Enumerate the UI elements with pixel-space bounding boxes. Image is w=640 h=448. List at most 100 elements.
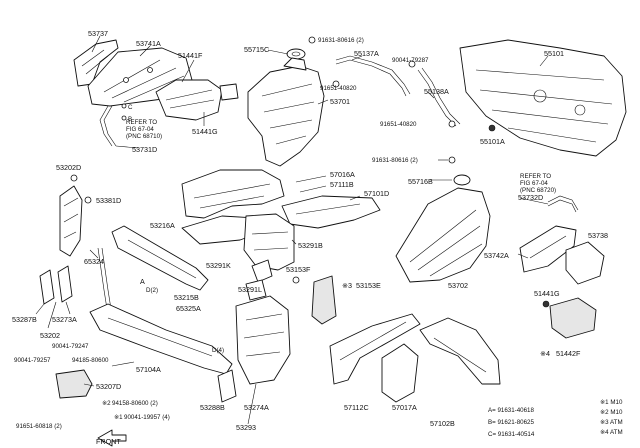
label-53274A: 53274A xyxy=(244,403,269,412)
ref-right-line3: (PNC 68720) xyxy=(520,187,556,194)
label-51442F: 51442F xyxy=(556,349,581,358)
label-90041-79257: 90041-79257 xyxy=(14,357,51,364)
label-53207D: 53207D xyxy=(96,382,121,391)
part-53293-housing xyxy=(235,295,291,385)
label-d2: D(2) xyxy=(146,287,158,294)
label-53742A: 53742A xyxy=(484,251,509,260)
label-53153E: 53153E xyxy=(356,281,381,290)
legend-a: A= 91631-40618 xyxy=(488,407,534,414)
label-front: FRONT xyxy=(96,437,121,446)
label-55138A: 55138A xyxy=(424,87,449,96)
label-91651-60818-2: 91651-60818 (2) xyxy=(16,423,62,430)
label-51441G-b: 51441G xyxy=(534,289,560,298)
label-53215B: 53215B xyxy=(174,293,199,302)
part-57101D-member xyxy=(281,195,381,229)
part-53291L-bracket xyxy=(245,279,267,301)
label-57017A: 57017A xyxy=(392,403,417,412)
part-55716B-cap xyxy=(453,174,471,186)
legend-n2: ※2 M10 xyxy=(600,409,623,416)
label-55716B: 55716B xyxy=(408,177,433,186)
label-53701: 53701 xyxy=(330,97,350,106)
front-arrow-icon xyxy=(97,429,127,447)
label-53702: 53702 xyxy=(448,281,468,290)
label-53153F: 53153F xyxy=(286,265,311,274)
part-53738-bracket xyxy=(565,241,605,285)
label-57111B: 57111B xyxy=(330,180,354,189)
legend: A= 91631-40618 B= 91621-80625 C= 91631-4… xyxy=(488,399,623,438)
label-57016A: 57016A xyxy=(330,170,355,179)
label-53731D: 53731D xyxy=(132,145,157,154)
label-57101D: 57101D xyxy=(364,189,389,198)
mark3-a: ※3 xyxy=(342,281,352,290)
part-53737-bracket xyxy=(73,39,119,87)
label-53202: 53202 xyxy=(40,331,60,340)
label-53291B: 53291B xyxy=(298,241,323,250)
part-57017A-reinforcement xyxy=(381,343,419,403)
ref-left-line2: FIG 67-04 xyxy=(126,126,154,133)
part-53215B-support xyxy=(111,225,209,291)
legend-c: C= 91631-40514 xyxy=(488,431,535,438)
part-51441F-shield xyxy=(155,79,239,121)
label-53741A: 53741A xyxy=(136,39,161,48)
part-53291K-bracket xyxy=(251,259,273,283)
label-53273A: 53273A xyxy=(52,315,77,324)
mark4: ※4 xyxy=(540,349,550,358)
part-53202D-bracket xyxy=(59,185,83,257)
part-53701-reservoir xyxy=(247,57,325,167)
label-90041-79247: 90041-79247 xyxy=(52,343,89,350)
part-55101-dash-panel xyxy=(459,39,627,157)
part-51442F-cover xyxy=(549,297,597,339)
part-53288B-plate xyxy=(217,369,237,403)
part-55715C-cap xyxy=(286,48,306,60)
label-53737: 53737 xyxy=(88,29,108,38)
part-53207D-bracket xyxy=(55,369,93,399)
label-53381D: 53381D xyxy=(96,196,121,205)
legend-n4: ※4 ATM xyxy=(600,429,623,436)
legend-n1: ※1 M10 xyxy=(600,399,623,406)
label-94158-80600-2: 94158-80600 (2) xyxy=(112,400,158,407)
label-d4: D(4) xyxy=(212,347,224,354)
ref-right-line1: REFER TO xyxy=(520,173,551,180)
label-53288B: 53288B xyxy=(200,403,225,412)
label-51441G: 51441G xyxy=(192,127,218,136)
part-53702-apron-right xyxy=(395,187,491,283)
mark2: ※2 xyxy=(102,400,111,407)
label-53202D: 53202D xyxy=(56,163,81,172)
label-53287B: 53287B xyxy=(12,315,37,324)
label-65325A: 65325A xyxy=(176,304,201,313)
part-53287B-plate xyxy=(39,269,55,305)
legend-b: B= 91621-80625 xyxy=(488,419,534,426)
label-53216A: 53216A xyxy=(150,221,175,230)
marker-c: C xyxy=(128,104,133,111)
marker-a: A xyxy=(140,277,145,286)
label-55715C: 55715C xyxy=(244,45,269,54)
part-53731D-rod xyxy=(99,105,117,147)
part-57102B-member xyxy=(419,317,501,385)
part-57016A-apron xyxy=(181,169,285,219)
label-53291L: 53291L xyxy=(238,285,262,294)
ref-right-line2: FIG 67-04 xyxy=(520,180,548,187)
label-91631-80616-2: 91631-80616 (2) xyxy=(318,37,364,44)
ref-left-line1: REFER TO xyxy=(126,119,157,126)
label-55101: 55101 xyxy=(544,49,564,58)
mark1: ※1 xyxy=(114,414,123,421)
label-90041-79287: 90041-79287 xyxy=(392,57,429,64)
label-55101A: 55101A xyxy=(480,137,505,146)
part-53732D-rod xyxy=(547,195,579,213)
part-53153F-guard xyxy=(311,275,337,325)
part-53273A-plate xyxy=(57,265,73,303)
label-65324: 65324 xyxy=(84,257,104,266)
part-53291B-shroud xyxy=(243,213,295,271)
label-94185-80600: 94185-80600 xyxy=(72,357,109,364)
ref-left-line3: (PNC 68710) xyxy=(126,133,162,140)
label-55137A: 55137A xyxy=(354,49,379,58)
label-51441F: 51441F xyxy=(178,51,203,60)
label-91631-80616-2b: 91631-80616 (2) xyxy=(372,157,418,164)
label-91651-40820-b: 91651-40820 xyxy=(380,121,417,128)
label-53293: 53293 xyxy=(236,423,256,432)
part-57112C-member xyxy=(329,313,421,385)
legend-n3: ※3 ATM xyxy=(600,419,623,426)
label-53732D: 53732D xyxy=(518,193,543,202)
label-91651-40820-a: 91651-40820 xyxy=(320,85,357,92)
